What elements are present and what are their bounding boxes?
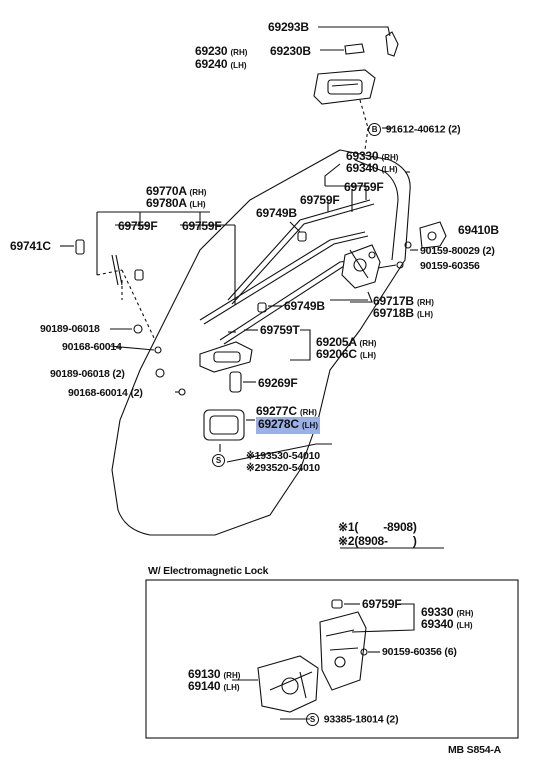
electromagnetic-box xyxy=(145,579,519,739)
bezel-drawing xyxy=(203,409,245,441)
em-section-title: W/ Electromagnetic Lock xyxy=(148,565,269,577)
note-1: ※1( -8908) xyxy=(338,520,417,534)
label-69206c: 69206C (LH) xyxy=(316,348,376,362)
label-69205a: 69205A (RH) xyxy=(316,336,376,350)
label-69277c: 69277C (RH) xyxy=(256,405,317,419)
label-69759f-c: 69759F xyxy=(118,219,158,233)
label-69718b: 69718B (LH) xyxy=(373,307,433,321)
part-number: 69230 xyxy=(195,44,228,58)
label-90189-06018-2: 90189-06018 (2) xyxy=(50,368,125,380)
label-69269f: 69269F xyxy=(258,376,298,390)
label-69741c: 69741C xyxy=(10,239,51,253)
label-69749b-b: 69749B xyxy=(284,299,325,313)
side-tag: (LH) xyxy=(381,165,398,174)
em-label-69330: 69330 (RH) xyxy=(421,606,473,620)
part-number: 69340 xyxy=(346,161,379,175)
side-tag: (RH) xyxy=(416,298,434,307)
part-number: 69130 xyxy=(188,667,221,681)
lock-assembly-drawing xyxy=(341,244,381,289)
part-number: 69330 xyxy=(346,149,379,163)
screw-symbol-icon: S xyxy=(212,454,225,468)
side-tag: (LH) xyxy=(230,61,247,70)
label-69749b-a: 69749B xyxy=(256,206,297,220)
em-lock-drawing xyxy=(257,611,367,713)
label-90168-60014: 90168-60014 xyxy=(62,341,122,353)
em-label-69340: 69340 (LH) xyxy=(421,618,473,632)
label-93530: ※193530-54010 xyxy=(246,450,320,462)
part-number: 69780A xyxy=(146,196,187,210)
side-tag: (LH) xyxy=(223,683,240,692)
part-number: 69205A xyxy=(316,335,357,349)
side-tag: (RH) xyxy=(299,408,317,417)
side-tag: (LH) xyxy=(456,621,473,630)
side-tag: (RH) xyxy=(189,188,207,197)
label-93520: ※293520-54010 xyxy=(246,462,320,474)
side-tag: (LH) xyxy=(416,310,433,319)
label-90189-06018: 90189-06018 xyxy=(40,323,100,335)
link-69293b-drawing xyxy=(385,31,399,57)
side-tag: (LH) xyxy=(189,200,206,209)
pad-69269f-drawing xyxy=(229,371,242,393)
striker-drawing xyxy=(419,221,447,249)
bolt-symbol-icon: B xyxy=(368,123,381,136)
label-69278c-highlighted[interactable]: 69278C (LH) xyxy=(256,417,320,434)
side-tag: (RH) xyxy=(381,153,399,162)
part-number: 69340 xyxy=(421,617,454,631)
outside-handle-drawing xyxy=(313,69,376,105)
rod-drawing-1 xyxy=(199,231,366,321)
side-tag: (LH) xyxy=(301,421,318,430)
door-inner-line xyxy=(354,159,399,261)
part-number: 69140 xyxy=(188,679,221,693)
label-69717b: 69717B (RH) xyxy=(373,295,434,309)
label-69759t: 69759T xyxy=(260,323,300,337)
part-number: 93385-18014 (2) xyxy=(323,713,399,726)
em-label-69140: 69140 (LH) xyxy=(188,680,240,694)
label-69759f-a: 69759F xyxy=(344,180,384,194)
label-69410b: 69410B xyxy=(458,223,499,237)
label-90159-60356: 90159-60356 xyxy=(420,260,480,272)
side-tag: (RH) xyxy=(359,339,377,348)
part-number: 69330 xyxy=(421,605,454,619)
rod-69230b-drawing xyxy=(344,43,365,55)
label-69293b: 69293B xyxy=(268,20,309,34)
em-label-93385: S 93385-18014 (2) xyxy=(306,713,399,726)
part-number: 69718B xyxy=(373,306,414,320)
side-tag: (LH) xyxy=(359,351,376,360)
label-69770a: 69770A (RH) xyxy=(146,185,206,199)
label-90159-80029: 90159-80029 (2) xyxy=(420,245,495,257)
part-number: 69278C xyxy=(258,417,299,431)
label-69780a: 69780A (LH) xyxy=(146,197,206,211)
em-label-69759f: 69759F xyxy=(362,597,402,611)
label-69759f-b: 69759F xyxy=(300,193,340,207)
part-number: 69717B xyxy=(373,294,414,308)
label-69330: 69330 (RH) xyxy=(346,150,398,164)
label-69230b: 69230B xyxy=(270,44,311,58)
em-label-69130: 69130 (RH) xyxy=(188,668,240,682)
label-69240: 69240 (LH) xyxy=(195,58,247,72)
side-tag: (RH) xyxy=(230,48,248,57)
em-label-90159: 90159-60356 (6) xyxy=(382,646,457,658)
label-69759f-d: 69759F xyxy=(182,219,222,233)
screw-s-symbol: S xyxy=(212,454,227,468)
label-69340: 69340 (LH) xyxy=(346,162,398,176)
rod-drawing-3 xyxy=(227,199,371,301)
part-number: 69277C xyxy=(256,404,297,418)
part-number: 91612-40612 (2) xyxy=(385,123,461,136)
part-number: 69770A xyxy=(146,184,187,198)
inside-handle-drawing xyxy=(199,331,253,373)
note-2: ※2(8908- ) xyxy=(338,534,417,548)
side-tag: (RH) xyxy=(223,671,241,680)
part-number: 69240 xyxy=(195,57,228,71)
side-tag: (RH) xyxy=(456,609,474,618)
label-69230: 69230 (RH) xyxy=(195,45,247,59)
screw-symbol-icon: S xyxy=(306,713,319,726)
label-90168-60014-2: 90168-60014 (2) xyxy=(68,387,143,399)
label-91612: B 91612-40612 (2) xyxy=(368,123,461,136)
footer-code: MB S854-A xyxy=(448,744,502,756)
part-number: 69206C xyxy=(316,347,357,361)
